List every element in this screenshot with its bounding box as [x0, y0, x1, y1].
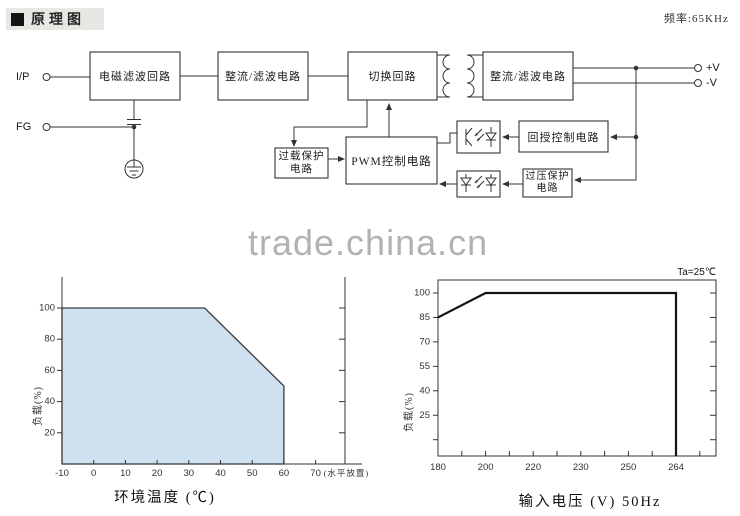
y-tick-label: 20: [44, 427, 55, 438]
x-tick-label: 60: [279, 468, 290, 479]
block-rectifier-output: [482, 51, 574, 101]
label-input-terminal: I/P: [16, 71, 30, 83]
x-tick-label: 200: [478, 462, 494, 473]
y-axis-title: 负载(%): [31, 386, 44, 426]
x-axis-title: 环境温度 (℃): [114, 488, 216, 506]
x-tick-label: 20: [152, 468, 163, 479]
x-tick-label: 10: [120, 468, 131, 479]
block-overload-protection: [274, 147, 329, 179]
transformer-primary-coil: [442, 54, 451, 98]
x-tick-label: 180: [430, 462, 446, 473]
frequency-note: 频率:65KHz: [664, 13, 729, 25]
block-pwm-control: [345, 136, 438, 185]
x-tick-label: 70: [310, 468, 321, 479]
junction-dot: [131, 124, 137, 130]
block-diagram: [42, 51, 702, 198]
label-switching: 切换回路: [368, 71, 417, 83]
label-overload-line2: 电路: [290, 164, 313, 175]
y-tick-label: 55: [419, 361, 430, 372]
y-tick-label: 40: [44, 396, 55, 407]
block-switching: [347, 51, 438, 101]
x-tick-label: 50: [247, 468, 258, 479]
earth-ground-bars: [127, 160, 141, 176]
input-voltage-chart: 25 40 55 70 85 100 180 200 220 230 250 264 Ta=25℃ 输入电…: [402, 267, 717, 510]
label-rectifier-input: 整流/滤波电路: [224, 71, 302, 83]
y-tick-label: 100: [39, 303, 55, 314]
x-tick-label: 264: [668, 462, 684, 473]
x-tick-label: 30: [184, 468, 195, 479]
load-line: [437, 291, 678, 456]
junction-dot: [633, 134, 639, 140]
x-tick-label: -10: [55, 468, 69, 479]
derating-chart: 20 40 60 80 100 -10 0 10 20 30 40 50 60 70(水平放置) 环境温度 …: [31, 277, 370, 506]
label-vminus-terminal: -V: [706, 77, 717, 89]
derating-area: [61, 307, 285, 465]
label-rectifier-output: 整流/滤波电路: [489, 71, 567, 83]
y-tick-label: 40: [419, 385, 430, 396]
y-tick-label: 85: [419, 312, 430, 323]
bullet-square-icon: [11, 12, 24, 26]
block-optocoupler-2: [456, 170, 501, 198]
watermark: trade.china.cn: [248, 222, 489, 263]
optocoupler-1-symbol: [465, 127, 497, 147]
capacitor-symbol: [127, 119, 141, 125]
x-tick-label: 0: [91, 468, 96, 479]
block-emi-filter: [89, 51, 181, 101]
label-overvoltage-protection: 过压保护 电路: [523, 169, 572, 197]
label-fg-terminal: FG: [16, 121, 32, 133]
label-overload-line1: 过载保护: [278, 151, 325, 162]
x-tick-label: 230: [573, 462, 589, 473]
transformer-secondary-coil: [466, 54, 475, 98]
label-emi-filter: 电磁滤波回路: [99, 71, 171, 83]
y-tick-label: 80: [44, 334, 55, 345]
label-vplus-terminal: +V: [706, 62, 720, 74]
wire-output: [573, 67, 694, 84]
wire-transformer-stubs: [437, 54, 483, 98]
label-pwm-control: PWM控制电路: [351, 155, 432, 168]
x-tick-label: 40: [215, 468, 226, 479]
junction-dot: [633, 65, 639, 71]
label-feedback-control: 回授控制电路: [527, 131, 600, 144]
block-rectifier-input: [217, 51, 309, 101]
vminus-terminal-circle: [694, 79, 702, 87]
x-axis-title: 输入电压 (V) 50Hz: [519, 493, 662, 510]
x-tick-label: 250: [620, 462, 636, 473]
label-ovp-line2: 电路: [536, 183, 559, 194]
wire-switch-to-overload: [291, 100, 368, 147]
y-tick-label: 25: [419, 410, 430, 421]
x-tick-label: 220: [525, 462, 541, 473]
y-tick-label: 70: [419, 336, 430, 347]
y-tick-label: 60: [44, 365, 55, 376]
fg-terminal-circle: [42, 123, 51, 131]
input-terminal-circle: [42, 73, 51, 81]
optocoupler-2-symbol: [460, 174, 497, 192]
block-feedback-control: [518, 120, 609, 153]
y-axis-title: 负载(%): [402, 392, 415, 432]
ta-annotation: Ta=25℃: [677, 267, 716, 278]
section-header: 原理图: [6, 8, 104, 30]
vplus-terminal-circle: [694, 64, 702, 72]
wire-sense-to-ovp: [574, 137, 637, 183]
x-axis-note: (水平放置): [324, 468, 370, 478]
y-tick-label: 100: [414, 288, 430, 299]
label-ovp-line1: 过压保护: [525, 171, 570, 182]
section-title: 原理图: [31, 13, 85, 28]
wire-pwm-to-opto1: [437, 132, 457, 144]
chart-border: [437, 279, 717, 457]
block-overvoltage-protection: [522, 168, 573, 198]
label-overload-protection: 过载保护 电路: [275, 148, 328, 178]
